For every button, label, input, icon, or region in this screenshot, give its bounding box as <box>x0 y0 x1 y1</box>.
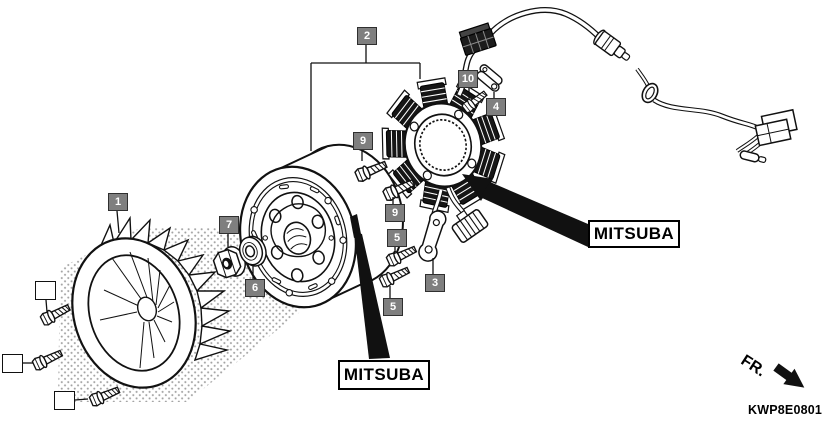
harness-connector-icon <box>458 22 497 56</box>
end-connector-icon <box>754 108 798 147</box>
mitsuba-label-flywheel: MITSUBA <box>338 360 430 390</box>
bullet-terminal-icon <box>739 150 767 163</box>
nut-illustration <box>212 246 246 279</box>
bracket-part-illustration <box>418 210 447 262</box>
part-label-7: 7 <box>219 216 239 234</box>
part-label-1: 1 <box>108 193 128 211</box>
plug-cap-icon <box>593 29 631 61</box>
stator-illustration <box>381 77 506 214</box>
fr-arrow-icon <box>773 363 805 388</box>
part-label-9-upper: 9 <box>353 132 373 150</box>
pulser-block-illustration <box>451 209 489 243</box>
part-label-2: 2 <box>357 27 377 45</box>
empty-label-box-3 <box>54 391 75 410</box>
part-label-6: 6 <box>245 279 265 297</box>
part-label-10: 10 <box>458 70 478 88</box>
stator-callout-arrowhead <box>462 174 493 201</box>
washer-illustration <box>238 235 267 267</box>
mitsuba-label-stator: MITSUBA <box>588 220 680 248</box>
grommet-icon <box>641 82 659 104</box>
flywheel-callout-arrow <box>354 232 390 359</box>
leader-lines <box>23 45 495 401</box>
stator-callout-arrow <box>480 182 588 247</box>
part-label-4: 4 <box>486 98 506 116</box>
part-label-9-lower: 9 <box>385 204 405 222</box>
clamp-part-illustration <box>476 64 503 92</box>
keyway-mark <box>350 214 361 238</box>
part-label-3: 3 <box>425 274 445 292</box>
cooling-fan-illustration <box>71 215 233 389</box>
part-label-5-lower: 5 <box>383 298 403 316</box>
empty-label-box-2 <box>2 354 23 373</box>
drawing-code: KWP8E0801 <box>748 403 823 417</box>
part-label-5-upper: 5 <box>387 229 407 247</box>
flywheel-illustration <box>238 143 404 309</box>
empty-label-box-1 <box>35 281 56 300</box>
wire-harness-illustration <box>430 7 798 219</box>
